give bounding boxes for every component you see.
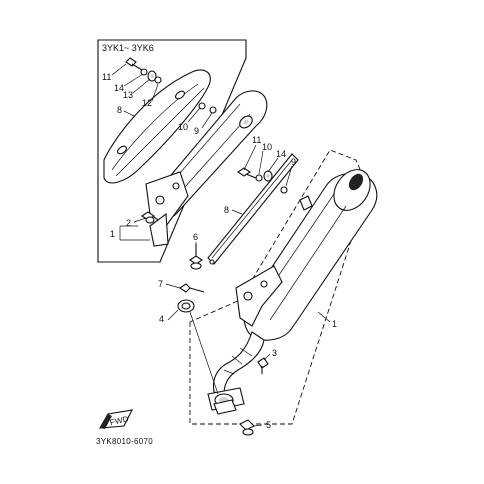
callout-upper-13: 13 [123,90,133,100]
callout-numbers: 11 14 13 12 8 10 9 2 1 11 10 14 9 8 6 7 … [102,72,337,430]
lower-bolt-11 [237,167,257,179]
upper-heat-protector [103,69,211,184]
upper-muffler-body [145,90,268,247]
variant-label: 3YK1~ 3YK6 [102,43,154,53]
upper-collar-13 [147,70,157,82]
callout-upper-9: 9 [194,126,199,136]
callout-lower-4: 4 [159,314,164,324]
lower-leader-lines [165,144,331,427]
callout-lower-11: 11 [252,135,261,145]
exhaust-gasket-4 [177,299,195,313]
upper-washer-9 [209,106,217,114]
callout-upper-8: 8 [117,105,122,115]
callout-lower-3: 3 [272,348,277,358]
callout-lower-9: 9 [291,157,296,167]
callout-lower-7: 7 [158,279,163,289]
callout-lower-6: 6 [193,232,198,242]
upper-washer-14 [140,68,148,76]
callout-lower-14: 14 [276,149,286,159]
lower-collar-14 [263,170,273,182]
callout-upper-1: 1 [110,229,115,239]
callout-lower-10: 10 [262,142,272,152]
callout-upper-12: 12 [142,98,152,108]
upper-bolt-11 [125,57,143,71]
forward-arrow-label: FWD [109,414,130,427]
callout-upper-2: 2 [126,218,131,228]
callout-lower-8: 8 [224,205,229,215]
lower-bolt-7 [179,283,205,293]
lower-bolt-5 [239,419,255,436]
upper-leader-lines [111,63,213,241]
callout-upper-11: 11 [102,72,111,82]
upper-grommet-12 [154,76,162,84]
lower-heat-protector [207,153,299,265]
figure-code: 3YK8010-6070 [96,437,153,446]
lower-washer-9 [280,186,288,194]
callout-upper-14: 14 [114,83,124,93]
forward-arrow-icon: FWD [99,409,133,429]
lower-bolt-6 [189,244,203,270]
main-muffler [207,169,378,415]
upper-washer-10 [198,102,206,110]
callout-lower-1: 1 [332,319,337,329]
lower-washer-10 [255,174,263,182]
callout-upper-10: 10 [178,122,188,132]
callout-lower-5: 5 [266,420,271,430]
lower-screw-3 [257,357,269,374]
